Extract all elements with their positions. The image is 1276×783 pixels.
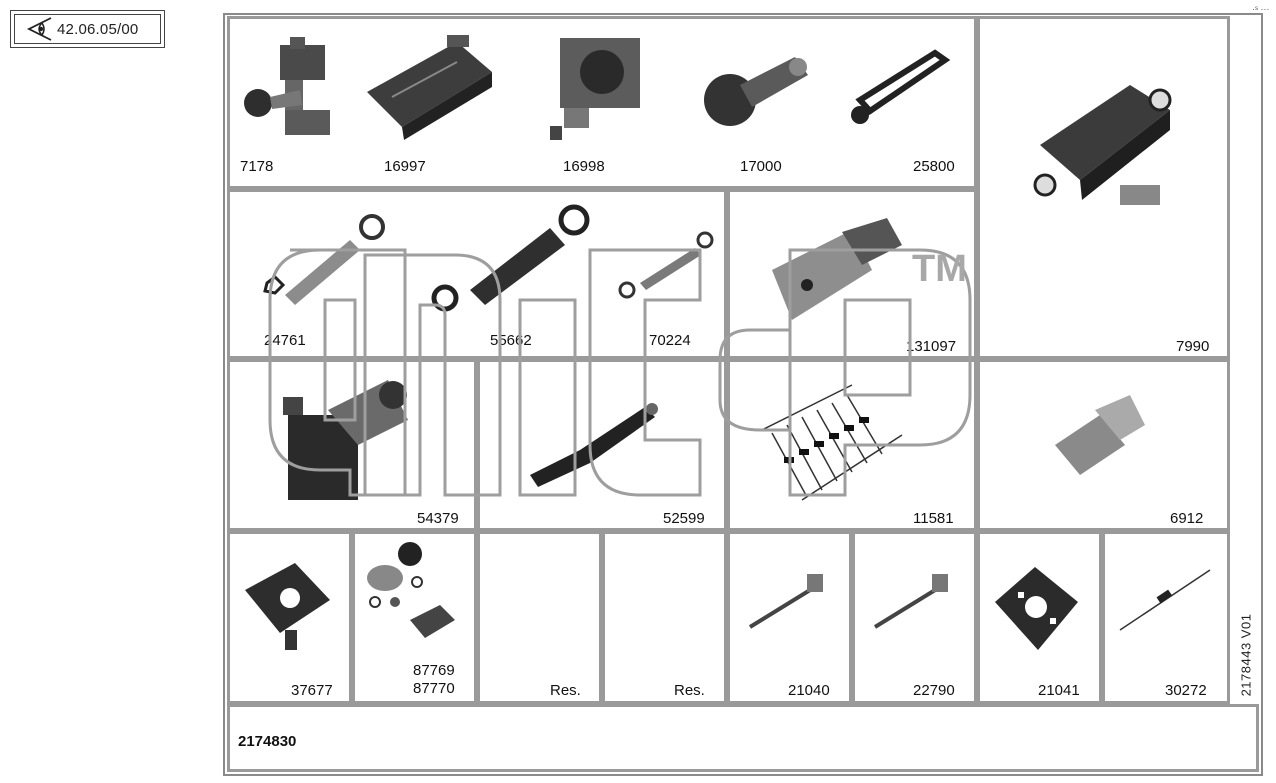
part-number-25800: 25800 bbox=[913, 158, 955, 175]
part-cell-30272[interactable] bbox=[1102, 531, 1230, 704]
valve-connector-image bbox=[772, 218, 902, 320]
part-number-37677: 37677 bbox=[291, 682, 333, 699]
eye-arrow-icon bbox=[26, 17, 52, 41]
sensor-probe-image bbox=[748, 574, 823, 629]
rod-lever-image bbox=[851, 49, 951, 124]
proximity-sensor-large-image bbox=[431, 204, 590, 312]
part-cell-21040[interactable] bbox=[727, 531, 852, 704]
diode-array-image bbox=[761, 384, 903, 501]
part-number-30272: 30272 bbox=[1165, 682, 1207, 699]
part-number-52599: 52599 bbox=[663, 510, 705, 527]
square-socket-image bbox=[995, 567, 1078, 650]
drawing-id: 2178443 V01 bbox=[1238, 613, 1254, 697]
document-number-cell bbox=[227, 704, 1259, 772]
connector-plate-image bbox=[245, 563, 330, 650]
reserved-label-1: Res. bbox=[550, 682, 581, 699]
limit-switch-body-image bbox=[367, 35, 492, 140]
document-number: 2174830 bbox=[238, 733, 297, 750]
part-number-55662: 55662 bbox=[490, 332, 532, 349]
cable-gland-image bbox=[1055, 395, 1145, 475]
relay-module-image bbox=[1033, 85, 1172, 205]
reserved-label-2: Res. bbox=[674, 682, 705, 699]
back-navigation-button[interactable]: 42.06.05/00 bbox=[10, 10, 165, 48]
fitting-kit-image bbox=[367, 542, 455, 638]
watermark-trademark: TM bbox=[912, 248, 967, 290]
part-number-11581: 11581 bbox=[913, 510, 954, 527]
part-number-16998: 16998 bbox=[563, 158, 605, 175]
cable-harness-image bbox=[530, 403, 658, 487]
part-number-131097: 131097 bbox=[906, 338, 957, 355]
roller-lever-image bbox=[704, 57, 808, 126]
part-number-7990: 7990 bbox=[1176, 338, 1210, 355]
part-cell-22790[interactable] bbox=[852, 531, 977, 704]
part-number-87770: 87770 bbox=[413, 680, 455, 697]
solenoid-coil-image bbox=[283, 380, 408, 500]
part-cell-7990[interactable] bbox=[977, 16, 1230, 359]
nav-box-inner-border bbox=[14, 14, 161, 44]
proximity-sensor-thin-image bbox=[618, 231, 714, 299]
limit-switch-roller-image bbox=[244, 37, 330, 135]
part-number-21041: 21041 bbox=[1038, 682, 1080, 699]
part-cell-reserved-2[interactable] bbox=[602, 531, 727, 704]
part-number-70224: 70224 bbox=[649, 332, 691, 349]
part-number-7178: 7178 bbox=[240, 158, 274, 175]
part-number-6912: 6912 bbox=[1170, 510, 1204, 527]
corner-marker: ·ˢ ··· bbox=[1252, 4, 1270, 14]
limit-switch-plunger-image bbox=[550, 38, 640, 140]
page-code: 42.06.05/00 bbox=[57, 20, 139, 38]
part-number-24761: 24761 bbox=[264, 332, 306, 349]
part-number-21040: 21040 bbox=[788, 682, 830, 699]
part-number-17000: 17000 bbox=[740, 158, 782, 175]
proximity-sensor-small-image bbox=[263, 214, 385, 305]
diode-image bbox=[1119, 569, 1211, 631]
part-number-87769: 87769 bbox=[413, 662, 455, 679]
part-number-54379: 54379 bbox=[417, 510, 459, 527]
sensor-probe-long-image bbox=[873, 574, 948, 629]
part-cell-reserved-1[interactable] bbox=[477, 531, 602, 704]
part-number-22790: 22790 bbox=[913, 682, 955, 699]
part-cell-7178[interactable] bbox=[227, 16, 977, 189]
part-number-16997: 16997 bbox=[384, 158, 426, 175]
